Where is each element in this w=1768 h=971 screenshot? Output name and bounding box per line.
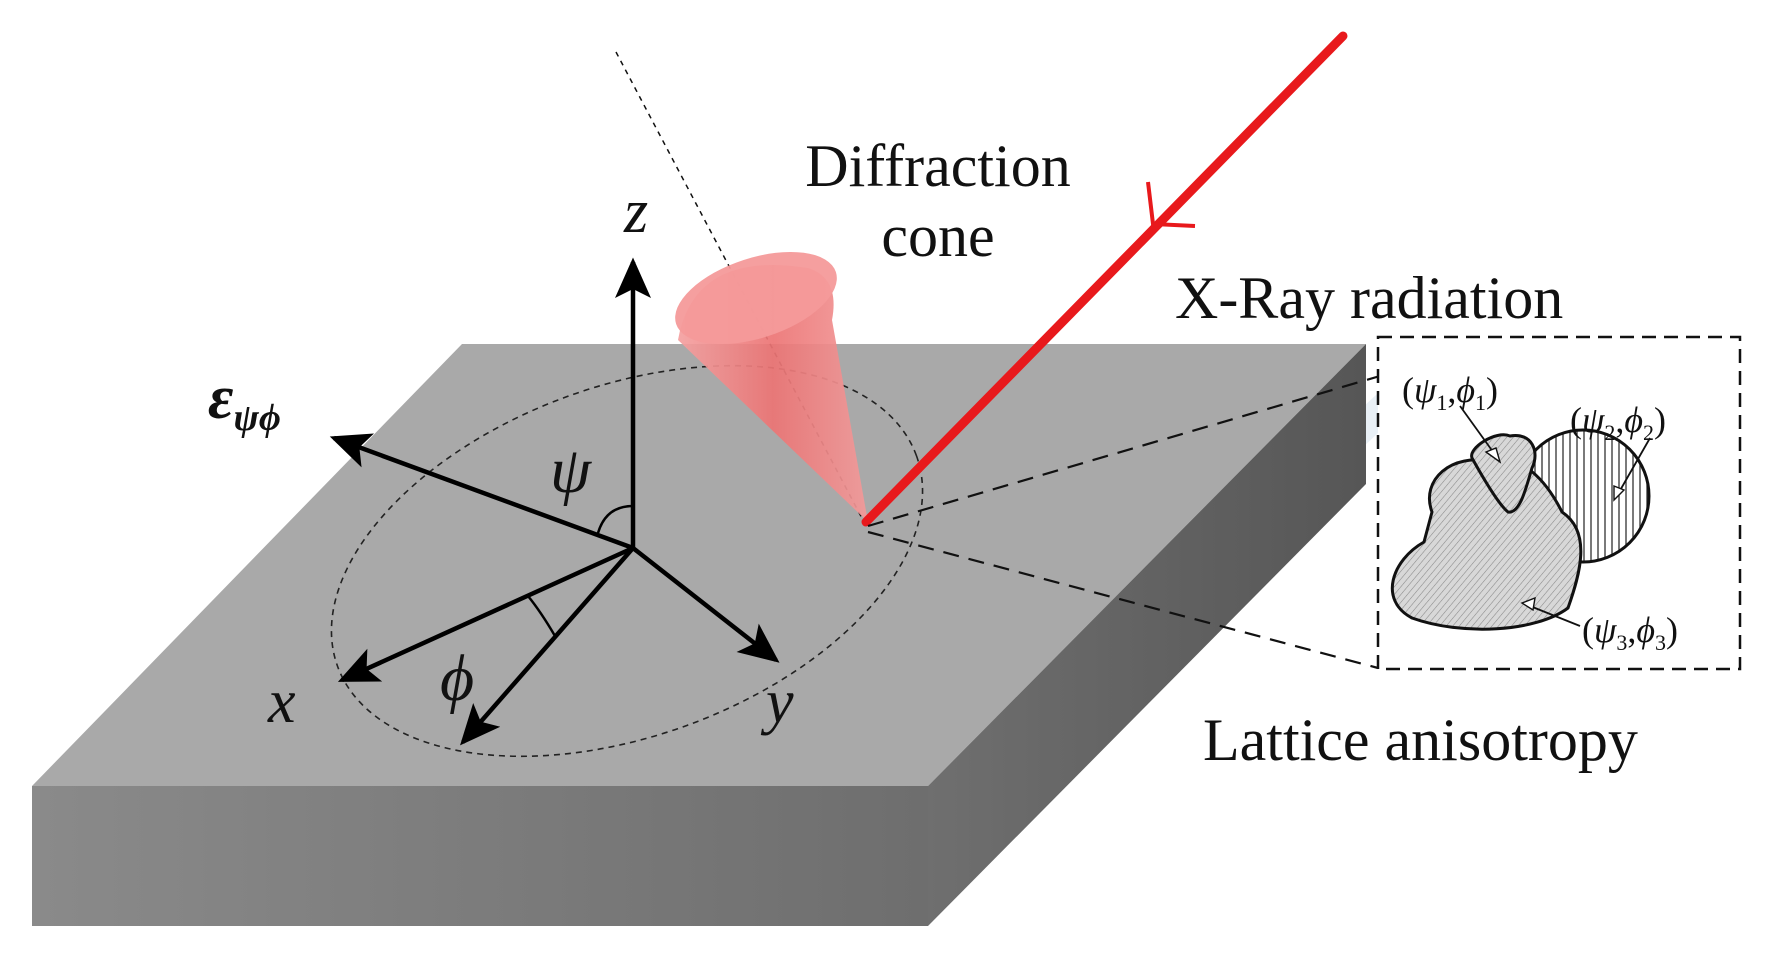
grain-2-psi-sub: 2: [1604, 420, 1615, 445]
strain-symbol: ε: [208, 364, 233, 432]
lattice-anisotropy-label: Lattice anisotropy: [1203, 707, 1638, 773]
grain-3-phi-sub: 3: [1655, 630, 1666, 655]
grain-3-pointer: [1529, 605, 1581, 627]
grain-3-psi-sub: 3: [1616, 630, 1627, 655]
grain-1-psi-sub: 1: [1436, 390, 1447, 415]
axis-y-arrow: [631, 546, 780, 663]
psi-angle-label: ψ: [550, 434, 592, 507]
grain-3-phi: ϕ: [1636, 610, 1655, 650]
grain-2-phi: ϕ: [1624, 400, 1643, 440]
axis-y-label: y: [760, 668, 794, 736]
inset-leader-top: [867, 374, 1381, 528]
strain-subscript: ψϕ: [233, 397, 280, 439]
diffraction-cone-label-line1: Diffraction: [805, 133, 1070, 199]
grain-1: [1470, 433, 1537, 514]
grain-2-psi: ψ: [1582, 400, 1605, 440]
xray-radiation-label: X-Ray radiation: [1175, 265, 1563, 331]
grain-1-pointer: [1459, 405, 1497, 457]
grain-3-pointer-head: [1520, 596, 1536, 612]
grain-2-phi-sub: 2: [1643, 420, 1654, 445]
strain-direction-arrow: [329, 433, 634, 551]
plate-front-face: [32, 786, 928, 926]
grain-1-phi-sub: 1: [1475, 390, 1486, 415]
grain-2-pointer-head: [1613, 484, 1626, 502]
coordinate-axes: [329, 257, 780, 746]
inset-leader-bottom: [867, 530, 1379, 670]
grain-1-label: (ψ1,ϕ1): [1402, 370, 1498, 415]
axis-z-label: z: [623, 178, 648, 246]
grain-1-psi: ψ: [1414, 370, 1437, 410]
strain-label: εψϕ: [208, 364, 281, 439]
axis-x-label: x: [267, 668, 296, 736]
diffraction-cone-label-line2: cone: [881, 203, 994, 269]
axis-x-arrow: [337, 545, 634, 683]
grain-2-pointer: [1617, 437, 1651, 495]
plate-side-face: [928, 344, 1366, 926]
lattice-inset: [1376, 335, 1742, 671]
phi-projection-arrow: [460, 546, 635, 746]
grain-1-phi: ϕ: [1456, 370, 1475, 410]
phi-angle-arc: [527, 595, 557, 637]
grain-3-psi: ψ: [1594, 610, 1617, 650]
measurement-circle: [330, 364, 924, 758]
xray-beam: [861, 31, 1348, 527]
psi-angle-arc: [596, 504, 634, 534]
diffraction-cone: [675, 251, 868, 522]
beam-direction-arrow: [1146, 181, 1196, 228]
grain-2-label: (ψ2,ϕ2): [1570, 400, 1666, 445]
grain-1-pointer-head: [1484, 447, 1502, 464]
phi-angle-label: ϕ: [440, 642, 474, 715]
